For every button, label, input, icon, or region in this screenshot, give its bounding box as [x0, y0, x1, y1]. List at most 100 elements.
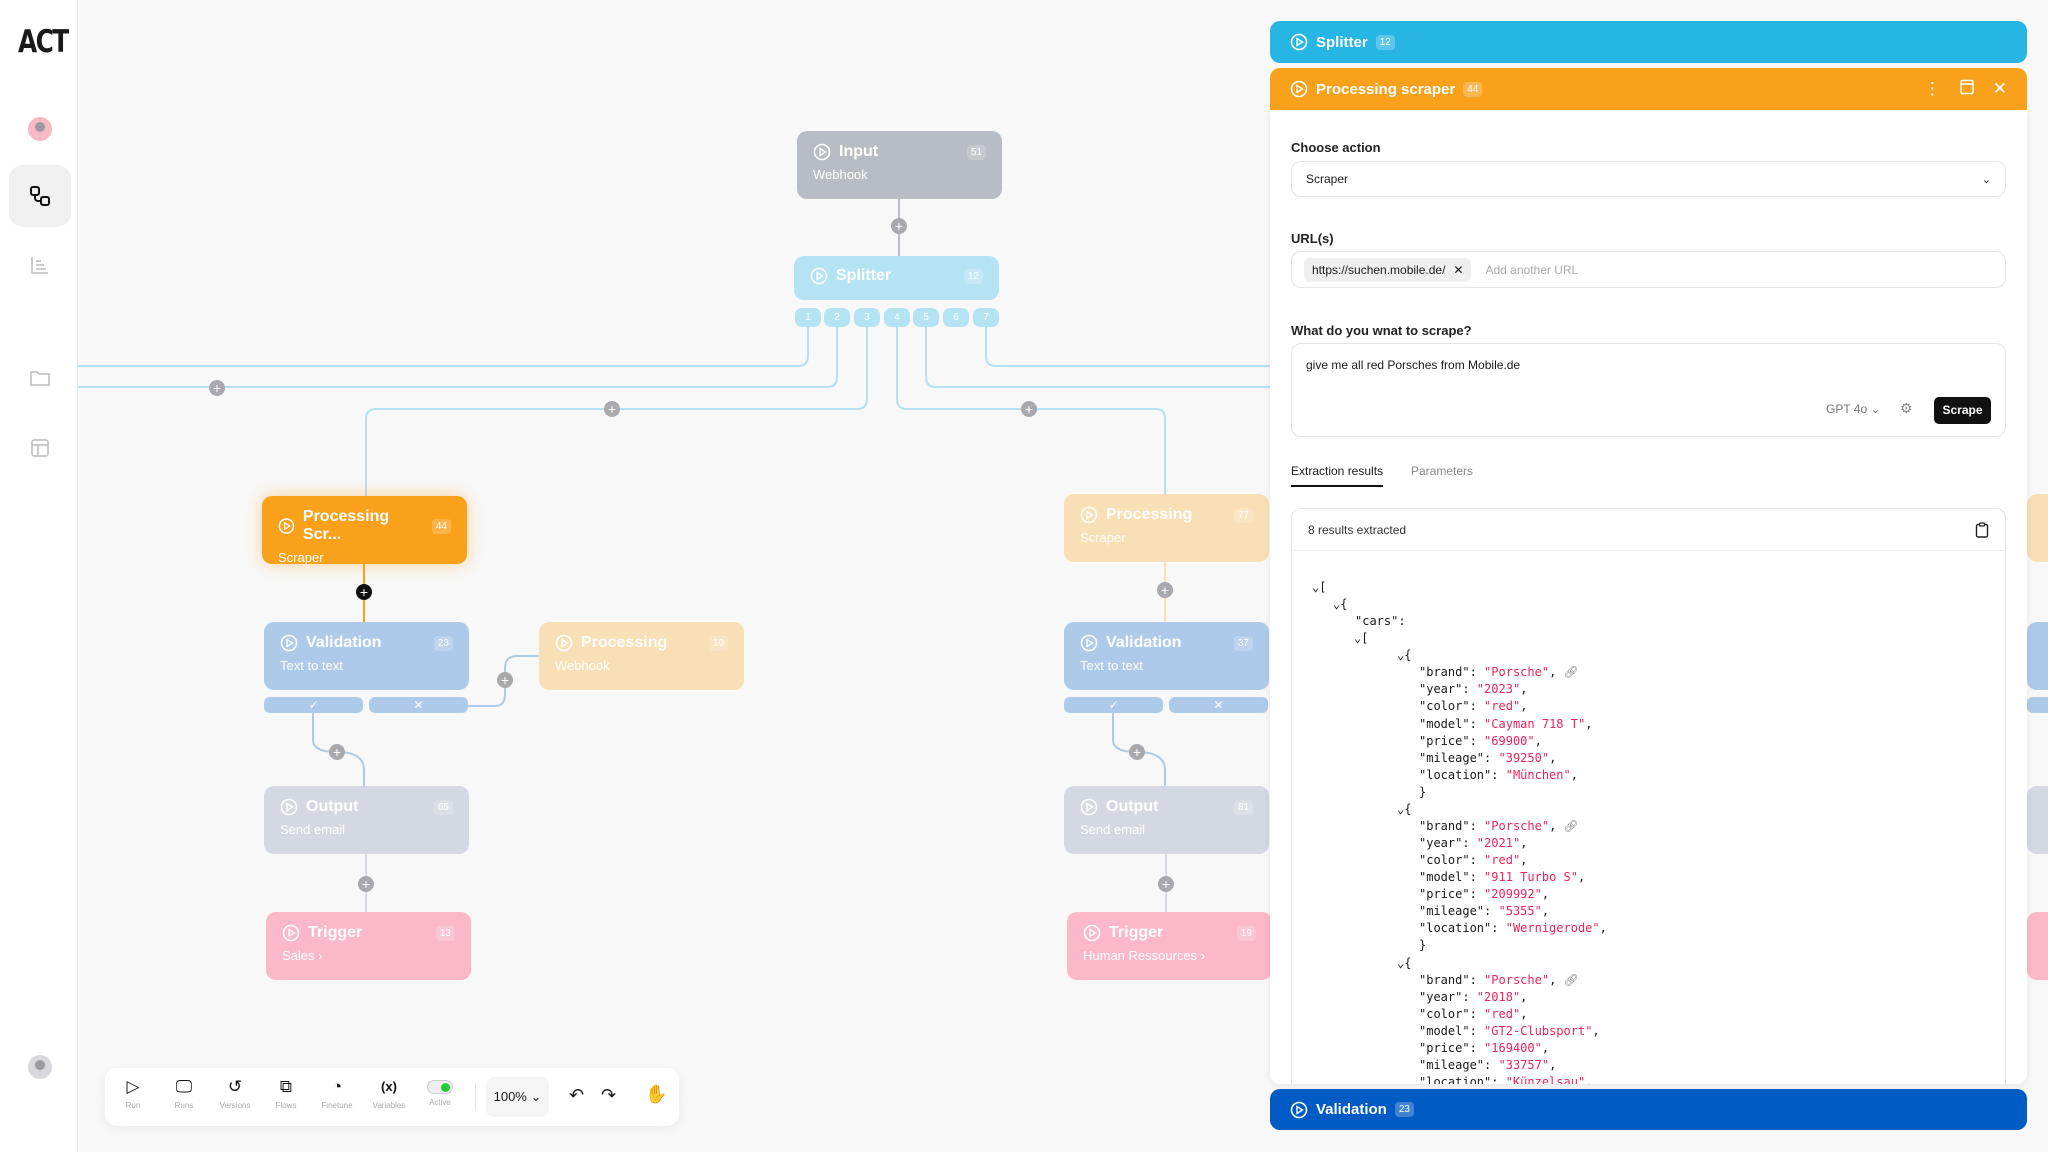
results-box: 8 results extracted ⌄[⌄{"cars":⌄[⌄{"bran… [1291, 508, 2006, 1084]
flows-button[interactable]: ⧉Flows [261, 1076, 311, 1110]
add-node-button[interactable]: + [1158, 876, 1174, 892]
chevron-down-icon[interactable]: ⌄ [1354, 631, 1362, 646]
window-icon[interactable] [1959, 79, 1975, 95]
active-toggle[interactable]: Active [415, 1076, 465, 1107]
panel-footer-validation[interactable]: Validation 23 [1270, 1089, 2027, 1130]
redo-icon[interactable]: ↷ [601, 1085, 617, 1105]
node-badge: 19 [1236, 925, 1256, 941]
chevron-down-icon[interactable]: ⌄ [1397, 955, 1405, 970]
chevron-down-icon[interactable]: ⌄ [1397, 801, 1405, 816]
splitter-port[interactable]: 4 [884, 308, 910, 327]
versions-button[interactable]: ↺Versions [210, 1076, 260, 1110]
runs-label: Runs [174, 1101, 194, 1110]
node-badge: 12 [1375, 34, 1395, 50]
add-node-button[interactable]: + [358, 876, 374, 892]
tab-parameters[interactable]: Parameters [1411, 464, 1474, 478]
close-icon[interactable]: ✕ [1992, 79, 2007, 98]
sidebar-item-flows[interactable] [9, 165, 71, 227]
node-title: Output [1106, 798, 1159, 815]
sidebar-item-files[interactable] [9, 347, 71, 409]
model-select[interactable]: GPT 4o ⌄ [1826, 402, 1881, 416]
variables-button[interactable]: (x)Variables [364, 1076, 414, 1110]
run-button[interactable]: ▷Run [108, 1076, 158, 1110]
splitter-port[interactable]: 3 [854, 308, 880, 327]
action-select[interactable]: Scraper ⌄ [1291, 161, 2006, 197]
finetune-button[interactable]: ◔Finetune [312, 1076, 362, 1110]
sidebar-item-logs[interactable] [9, 234, 71, 296]
add-node-button[interactable]: + [209, 380, 225, 396]
clipboard-icon[interactable] [1975, 521, 1989, 538]
validation-fail-branch[interactable]: ✕ [1169, 697, 1268, 713]
link-icon[interactable]: 🔗︎ [1563, 665, 1579, 680]
play-circle-icon [1290, 80, 1308, 98]
table-icon [31, 439, 49, 457]
runs-button[interactable]: 🖵Runs [159, 1076, 209, 1110]
splitter-port[interactable]: 7 [973, 308, 999, 327]
play-circle-icon [810, 267, 828, 285]
add-node-button[interactable]: + [891, 218, 907, 234]
splitter-port[interactable]: 5 [913, 308, 939, 327]
add-node-button[interactable]: + [497, 672, 513, 688]
add-node-button[interactable]: + [1157, 582, 1173, 598]
add-node-button[interactable]: + [1129, 744, 1145, 760]
json-line: ⌄[ [1312, 580, 1327, 594]
remove-url-icon[interactable]: ✕ [1453, 262, 1464, 277]
sidebar-item-tables[interactable] [9, 417, 71, 479]
node-title: Input [839, 143, 879, 160]
chevron-down-icon[interactable]: ⌄ [1333, 597, 1341, 612]
tab-extraction-results[interactable]: Extraction results [1291, 464, 1384, 487]
zoom-select[interactable]: 100% ⌄ [486, 1077, 549, 1117]
json-line: ⌄[ [1354, 631, 1369, 646]
node-badge: 12 [963, 268, 983, 284]
panel-header-splitter[interactable]: Splitter 12 [1270, 21, 2027, 63]
edge-port-1 [78, 327, 809, 367]
sidebar-item-profile[interactable] [9, 98, 71, 160]
add-node-button[interactable]: + [1021, 401, 1037, 417]
settings-icon[interactable]: ⚙ [1900, 400, 1913, 416]
zoom-value: 100% [493, 1089, 527, 1104]
link-icon[interactable]: 🔗︎ [1563, 818, 1579, 833]
link-icon[interactable]: 🔗︎ [1563, 972, 1579, 987]
splitter-port[interactable]: 2 [824, 308, 850, 327]
chevron-down-icon[interactable]: ⌄ [1312, 580, 1320, 594]
add-node-button[interactable]: + [356, 584, 372, 600]
node-badge: 44 [431, 518, 451, 534]
splitter-port[interactable]: 6 [943, 308, 969, 327]
undo-icon[interactable]: ↶ [569, 1085, 585, 1105]
url-input[interactable]: https://suchen.mobile.de/ ✕ Add another … [1291, 251, 2006, 288]
edge-port-2 [78, 327, 838, 388]
json-field-brand: "brand": "Porsche", 🔗︎ [1419, 972, 1579, 987]
panel-header-active: Processing scraper 44 ⋮ ✕ [1270, 68, 2027, 110]
json-line: } [1419, 938, 1427, 953]
validation-pass-branch[interactable]: ✓ [264, 697, 363, 713]
prompt-textarea[interactable]: give me all red Porsches from Mobile.de … [1291, 343, 2006, 437]
add-node-button[interactable]: + [329, 744, 345, 760]
splitter-port[interactable]: 1 [795, 308, 821, 327]
json-line: ⌄{ [1333, 597, 1348, 612]
sidebar-item-user[interactable] [9, 1036, 71, 1098]
panel-header-title: Validation [1316, 1101, 1387, 1118]
chevron-down-icon[interactable]: ⌄ [1397, 648, 1405, 663]
node-subtitle: Webhook [555, 658, 610, 673]
variables-icon: (x) [381, 1079, 397, 1094]
add-node-button[interactable]: + [604, 401, 620, 417]
hand-icon[interactable]: ✋ [645, 1084, 668, 1104]
validation-fail-branch[interactable]: ✕ [369, 697, 468, 713]
more-vertical-icon[interactable]: ⋮ [1923, 79, 1941, 98]
url-placeholder[interactable]: Add another URL [1485, 262, 1579, 277]
validation-pass-branch[interactable]: ✓ [1064, 697, 1163, 713]
scrape-button[interactable]: Scrape [1934, 397, 1991, 424]
results-count: 8 results extracted [1308, 522, 1407, 537]
